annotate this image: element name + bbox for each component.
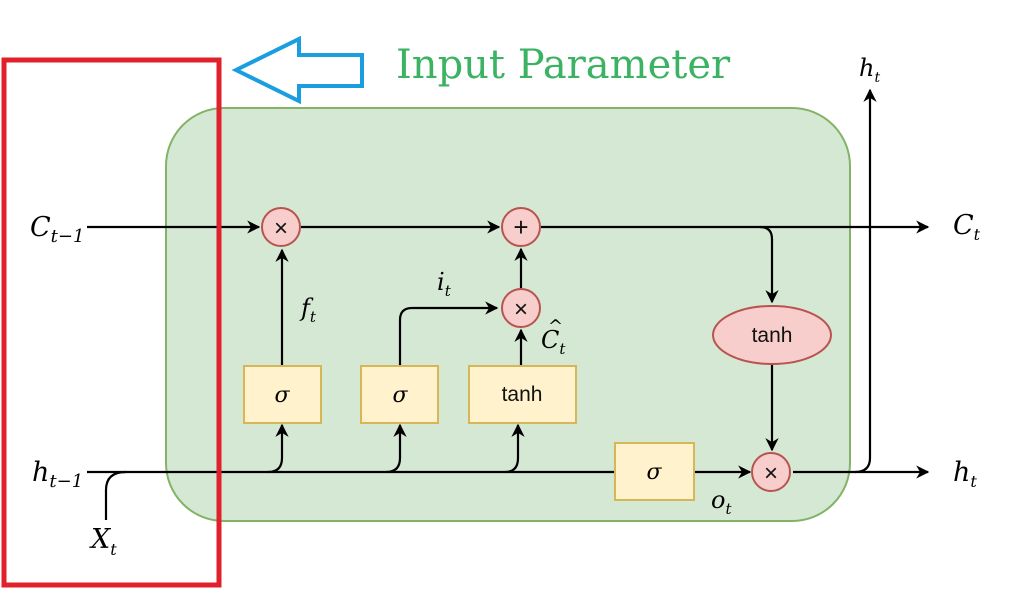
multiply-icon: × bbox=[764, 460, 778, 487]
input-gate-label: σ bbox=[392, 383, 408, 408]
left-arrow-icon bbox=[231, 35, 364, 105]
cell-tanh-op: tanh bbox=[712, 305, 832, 365]
add-op: + bbox=[501, 207, 541, 247]
output-gate: σ bbox=[614, 442, 695, 501]
annotation-title: Input Parameter bbox=[396, 42, 731, 88]
tap-forget-gate bbox=[267, 423, 289, 474]
forget-multiply-op: × bbox=[261, 207, 301, 247]
cell-state-prev-label: Ct−1 bbox=[30, 212, 84, 247]
input-x-label: Xt bbox=[89, 524, 117, 559]
plus-icon: + bbox=[513, 212, 528, 242]
hidden-state-prev-label: ht−1 bbox=[32, 457, 83, 492]
forget-gate: σ bbox=[243, 365, 322, 424]
cell-state-output-label: Ct bbox=[953, 210, 981, 244]
input-highlight-box bbox=[1, 57, 222, 588]
tap-candidate-gate bbox=[504, 423, 525, 474]
multiply-icon: × bbox=[274, 215, 288, 242]
output-multiply-op: × bbox=[751, 452, 791, 492]
hidden-output-top-label: ht bbox=[859, 54, 880, 86]
input-signal-label: it bbox=[437, 268, 452, 300]
hidden-output-label: ht bbox=[953, 457, 977, 491]
svg-text:^: ^ bbox=[548, 316, 563, 337]
input-multiply-op: × bbox=[501, 288, 541, 328]
candidate-signal-label: ^ Ct bbox=[541, 316, 566, 358]
multiply-icon: × bbox=[514, 296, 528, 323]
input-gate-wire bbox=[398, 301, 499, 365]
forget-gate-label: σ bbox=[274, 383, 290, 408]
x-input-wire bbox=[104, 470, 127, 520]
output-gate-label: σ bbox=[646, 460, 662, 485]
input-gate: σ bbox=[360, 365, 439, 424]
cell-state-to-tanh-wire bbox=[759, 225, 779, 304]
cell-tanh-label: tanh bbox=[752, 324, 793, 347]
output-signal-label: ot bbox=[711, 486, 732, 518]
tap-input-gate bbox=[385, 423, 407, 474]
candidate-gate-label: tanh bbox=[502, 383, 543, 406]
candidate-gate: tanh bbox=[468, 365, 577, 424]
hidden-output-up-wire bbox=[854, 88, 877, 474]
svg-text:Ct: Ct bbox=[541, 326, 566, 358]
